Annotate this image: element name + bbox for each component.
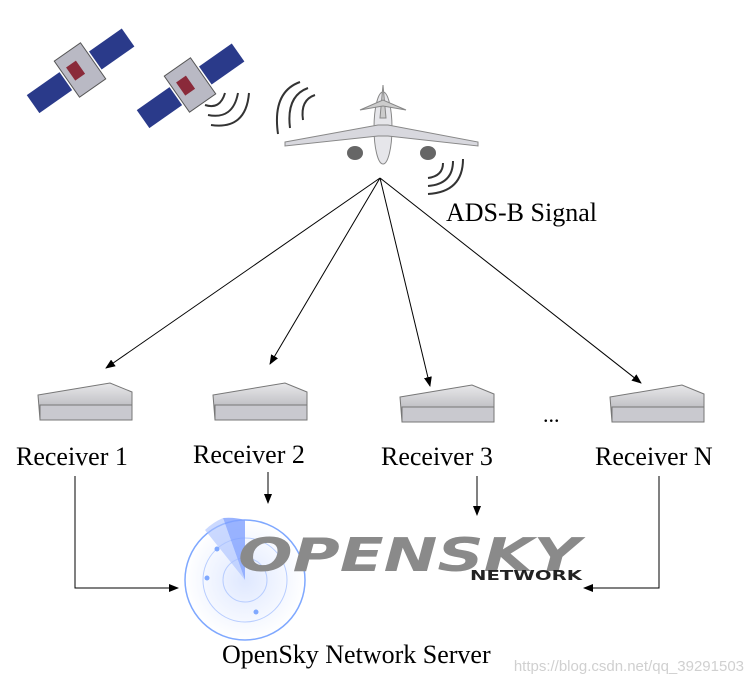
server-label: OpenSky Network Server — [222, 640, 491, 669]
watermark: https://blog.csdn.net/qq_39291503 — [513, 658, 744, 675]
satellite-icon — [136, 43, 245, 129]
opensky-logo: OPENSKY NETWORK — [238, 528, 587, 584]
signal-arrows — [105, 177, 642, 387]
receiver-label: Receiver 2 — [193, 440, 305, 469]
receiver-device-icon — [37, 382, 133, 421]
airplane-icon — [284, 84, 479, 165]
satellite-icon — [26, 28, 135, 114]
receiver-device-icon — [609, 384, 705, 423]
signal-waves-icon — [204, 81, 464, 195]
receiver-label: Receiver N — [595, 442, 713, 471]
receiver-label: Receiver 1 — [16, 442, 128, 471]
radar-icon — [184, 517, 306, 641]
logo-title: OPENSKY — [238, 528, 587, 582]
receiver-device-icon — [399, 384, 495, 423]
logo-subtitle: NETWORK — [470, 569, 583, 584]
ellipsis: ... — [543, 402, 560, 427]
receiver-device-icon — [212, 382, 308, 421]
server-arrows — [74, 472, 660, 592]
receiver-label: Receiver 3 — [381, 442, 493, 471]
ads-b-signal-label: ADS-B Signal — [446, 198, 597, 227]
